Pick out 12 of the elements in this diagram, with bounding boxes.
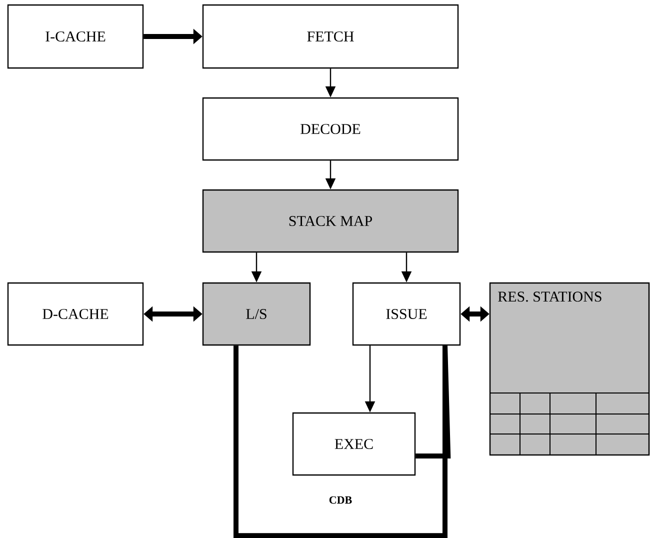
process-box: ISSUE: [352, 282, 461, 346]
process-box: STACK MAP: [202, 189, 459, 253]
process-box: I-CACHE: [7, 4, 144, 69]
process-box: FETCH: [202, 4, 459, 69]
reservation-station-table: RES. STATIONS: [489, 282, 650, 456]
bus-line: [234, 346, 448, 538]
process-box: L/S: [202, 282, 311, 346]
process-box: D-CACHE: [7, 282, 144, 346]
process-box: EXEC: [292, 412, 416, 476]
process-box: DECODE: [202, 97, 459, 161]
edge-label: CDB: [329, 496, 352, 504]
bus-line: [416, 346, 451, 458]
